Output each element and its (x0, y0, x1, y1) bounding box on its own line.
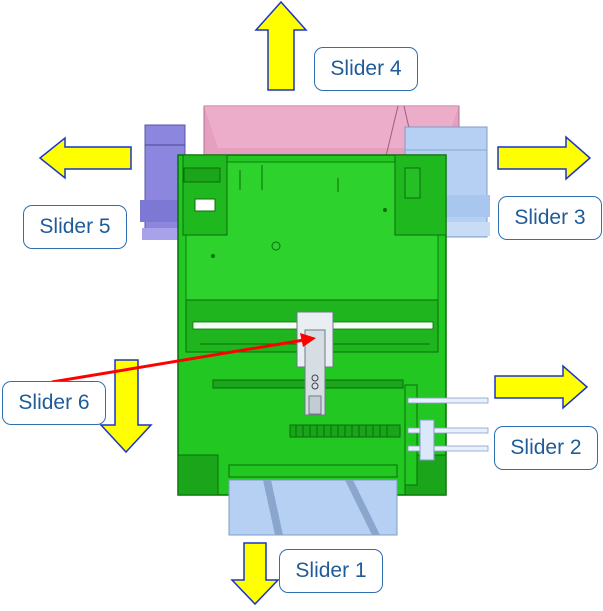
slider2-rods (404, 384, 489, 486)
slider1-label: Slider 1 (279, 549, 383, 593)
arrow-down-icon (99, 359, 153, 454)
slider6-pointer (51, 338, 305, 384)
slider6-label: Slider 6 (2, 381, 106, 425)
slider2-label: Slider 2 (494, 426, 598, 470)
pointer-arrowhead-icon (300, 333, 316, 347)
arrow-left-icon (38, 136, 132, 180)
arrow-down-icon (230, 542, 280, 606)
arrow-right-icon (497, 135, 592, 181)
arrow-up-icon (254, 0, 308, 91)
slider1-block (228, 464, 398, 536)
slider4-label: Slider 4 (314, 47, 418, 91)
slider3-label: Slider 3 (498, 196, 602, 240)
slider5-label: Slider 5 (23, 205, 127, 249)
arrow-right-icon (494, 364, 589, 410)
